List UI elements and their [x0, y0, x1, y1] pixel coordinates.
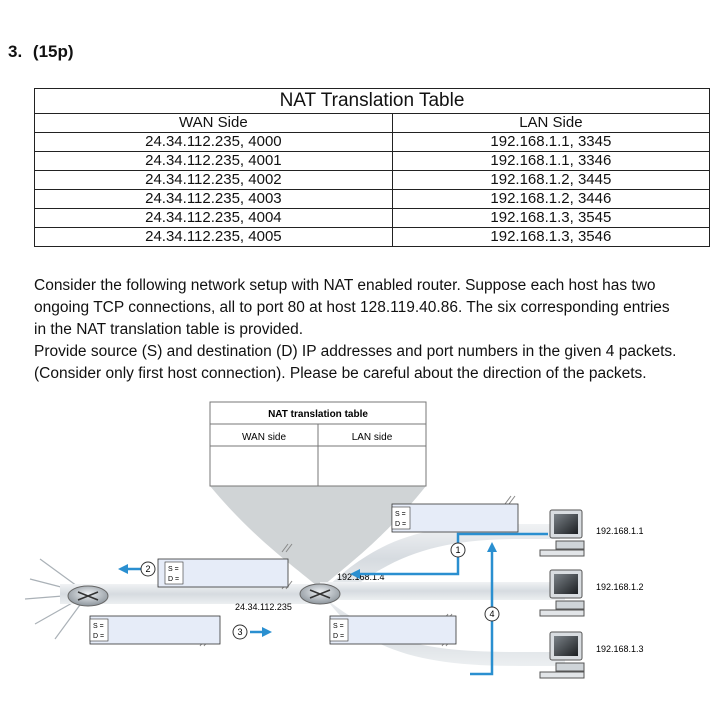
packet-3-d: D = [93, 633, 104, 640]
cell-lan: 192.168.1.2, 3445 [392, 171, 709, 190]
packet-4-s: S = [333, 623, 344, 630]
diagram-lan-header: LAN side [352, 432, 393, 443]
question-points: (15p) [33, 42, 74, 61]
packet-4: S = D = [330, 616, 456, 644]
cell-wan: 24.34.112.235, 4002 [35, 171, 393, 190]
step-1-icon: 1 [451, 543, 465, 557]
nat-translation-table: NAT Translation Table WAN Side LAN Side … [34, 88, 710, 247]
table-row: 24.34.112.235, 4000 192.168.1.1, 3345 [35, 133, 710, 152]
text-line: Consider the following network setup wit… [34, 275, 714, 297]
packet-2-s: S = [168, 566, 179, 573]
header-lan: LAN Side [392, 114, 709, 133]
packet-2: S = D = [158, 559, 288, 587]
question-text: Consider the following network setup wit… [34, 275, 714, 385]
nat-router-icon [300, 584, 340, 604]
cell-wan: 24.34.112.235, 4004 [35, 209, 393, 228]
text-line: ongoing TCP connections, all to port 80 … [34, 297, 714, 319]
packet-2-d: D = [168, 576, 179, 583]
nat-network-diagram: NAT translation table WAN side LAN side … [0, 384, 720, 714]
cell-wan: 24.34.112.235, 4005 [35, 228, 393, 247]
table-row: 24.34.112.235, 4003 192.168.1.2, 3446 [35, 190, 710, 209]
cell-wan: 24.34.112.235, 4003 [35, 190, 393, 209]
internet-router-icon [68, 586, 108, 606]
host-1-ip: 192.168.1.1 [596, 526, 644, 536]
diagram-nat-table: NAT translation table WAN side LAN side [210, 402, 426, 486]
question-number: 3. (15p) [8, 42, 74, 62]
packet-3-s: S = [93, 623, 104, 630]
step-3-icon: 3 [233, 625, 247, 639]
step-2-label: 2 [145, 564, 150, 574]
question-number-label: 3. [8, 42, 22, 61]
packet-1-s: S = [395, 511, 406, 518]
packet-4-d: D = [333, 633, 344, 640]
cell-wan: 24.34.112.235, 4001 [35, 152, 393, 171]
lan-link-2 [320, 582, 565, 600]
step-4-icon: 4 [485, 607, 499, 621]
table-row: 24.34.112.235, 4004 192.168.1.3, 3545 [35, 209, 710, 228]
text-line: (Consider only first host connection). P… [34, 363, 714, 385]
router-wan-ip: 24.34.112.235 [235, 602, 292, 612]
step-2-icon: 2 [141, 562, 155, 576]
table-row: 24.34.112.235, 4005 192.168.1.3, 3546 [35, 228, 710, 247]
packet-3: S = D = [90, 616, 220, 644]
table-title: NAT Translation Table [35, 89, 710, 114]
step-1-label: 1 [455, 545, 460, 555]
diagram-wan-header: WAN side [242, 432, 287, 443]
text-line: in the NAT translation table is provided… [34, 319, 714, 341]
host-3-ip: 192.168.1.3 [596, 644, 644, 654]
table-row: 24.34.112.235, 4002 192.168.1.2, 3445 [35, 171, 710, 190]
packet-1: S = D = [392, 504, 518, 532]
arrow-4-head [487, 542, 497, 552]
arrow-2-head [118, 564, 128, 574]
host-2-ip: 192.168.1.2 [596, 582, 644, 592]
diagram-table-title: NAT translation table [268, 409, 368, 420]
cell-lan: 192.168.1.2, 3446 [392, 190, 709, 209]
cell-lan: 192.168.1.1, 3345 [392, 133, 709, 152]
step-4-label: 4 [489, 609, 494, 619]
packet-1-d: D = [395, 521, 406, 528]
arrow-3-head [262, 627, 272, 637]
cell-lan: 192.168.1.1, 3346 [392, 152, 709, 171]
step-3-label: 3 [237, 627, 242, 637]
cell-wan: 24.34.112.235, 4000 [35, 133, 393, 152]
cell-lan: 192.168.1.3, 3546 [392, 228, 709, 247]
text-line: Provide source (S) and destination (D) I… [34, 341, 714, 363]
header-wan: WAN Side [35, 114, 393, 133]
table-row: 24.34.112.235, 4001 192.168.1.1, 3346 [35, 152, 710, 171]
cell-lan: 192.168.1.3, 3545 [392, 209, 709, 228]
